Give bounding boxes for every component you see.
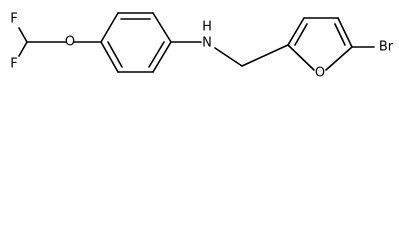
atom-f2: F xyxy=(10,57,17,72)
atom-nh-n: N xyxy=(202,36,212,51)
bond-furan-c2-c3 xyxy=(287,17,305,46)
atom-o-ether: O xyxy=(65,35,75,50)
bond-furan-double-2 xyxy=(334,23,346,46)
atom-f1: F xyxy=(10,12,17,27)
bond-ring-1 xyxy=(100,12,119,43)
bond-furan-double-1 xyxy=(294,23,308,46)
bond-furan-c4-c5 xyxy=(337,17,353,48)
bond-ch2-furan xyxy=(241,44,289,67)
bond-furan-c5-o xyxy=(325,46,353,71)
molecule-structure: F F O H N O Br xyxy=(10,12,394,81)
bond-c-f2 xyxy=(18,41,28,57)
bond-f1-c xyxy=(18,27,28,43)
bond-n-ch2 xyxy=(214,47,243,67)
bond-ring-double-2 xyxy=(148,41,165,68)
atom-label-layer: F F O H N O Br xyxy=(10,12,394,81)
bond-ring-4 xyxy=(152,41,172,73)
bond-ring-3 xyxy=(152,12,172,43)
bond-ring-double-3 xyxy=(107,41,123,68)
bond-layer xyxy=(18,12,375,73)
atom-nh-h: H xyxy=(202,20,212,35)
atom-o-furan: O xyxy=(315,66,325,81)
atom-br: Br xyxy=(379,40,394,55)
bond-furan-o-c2 xyxy=(287,44,315,71)
bond-ring-6 xyxy=(100,41,119,73)
